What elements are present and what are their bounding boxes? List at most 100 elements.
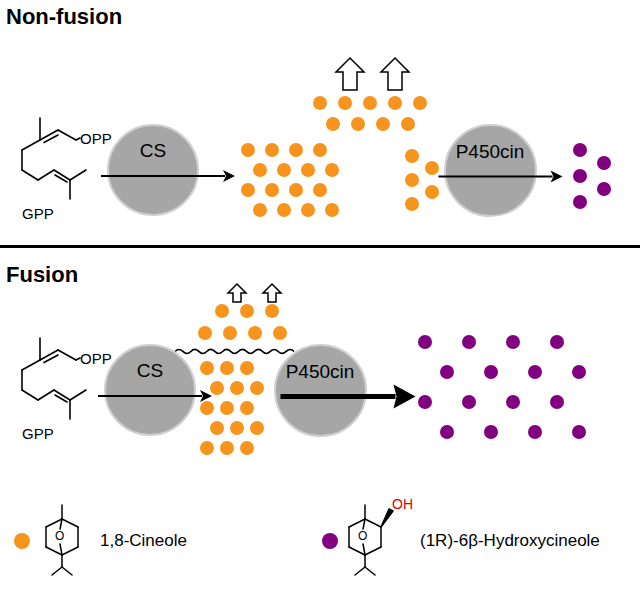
molecule-dot	[506, 395, 520, 409]
molecule-dot	[223, 326, 237, 340]
arrow-head	[393, 384, 415, 408]
molecule-dot	[248, 326, 262, 340]
circle-fill	[105, 345, 195, 435]
molecule-dot	[326, 117, 340, 131]
molecule-dot	[573, 169, 587, 183]
enzyme-name: P450cin	[456, 141, 525, 163]
molecule-dot	[597, 156, 611, 170]
molecule-dot	[289, 183, 303, 197]
molecule-dot	[240, 401, 254, 415]
molecule-dot	[528, 365, 542, 379]
legend-swatch	[322, 533, 338, 549]
hydroxycineole-structure	[349, 505, 381, 575]
gpp-structure	[22, 118, 86, 199]
fusion-linker	[175, 349, 294, 353]
molecule-dots	[198, 96, 611, 455]
circle-shape	[104, 344, 196, 436]
cineole-structure	[46, 505, 78, 575]
molecule-dot	[401, 117, 415, 131]
section-heading: Fusion	[6, 262, 78, 287]
structure-label: GPP	[22, 205, 54, 222]
molecule-dot	[200, 401, 214, 415]
molecule-dot	[484, 365, 498, 379]
enzyme-name: CS	[140, 140, 166, 162]
molecule-dot	[376, 117, 390, 131]
molecule-dot	[250, 421, 264, 435]
structure-label: OPP	[80, 130, 112, 147]
molecule-dot	[253, 163, 267, 177]
molecule-dot	[550, 335, 564, 349]
molecule-dot	[200, 441, 214, 455]
molecule-dot	[240, 361, 254, 375]
molecule-dot	[418, 395, 432, 409]
molecule-dot	[313, 143, 327, 157]
molecule-dot	[597, 182, 611, 196]
molecule-dot	[253, 203, 267, 217]
molecule-dot	[440, 425, 454, 439]
molecule-dot	[405, 149, 419, 163]
escape-arrows	[228, 58, 409, 302]
molecule-dot	[301, 203, 315, 217]
molecule-dot	[220, 441, 234, 455]
molecule-dot	[220, 401, 234, 415]
molecule-dot	[413, 96, 427, 110]
molecule-dot	[273, 326, 287, 340]
molecule-dot	[440, 365, 454, 379]
molecule-dot	[277, 163, 291, 177]
molecule-dot	[230, 421, 244, 435]
divider-line	[0, 245, 640, 248]
molecule-dot	[572, 365, 586, 379]
enzyme-circle: CS	[104, 344, 196, 436]
molecule-dot	[200, 361, 214, 375]
molecule-dot	[230, 381, 244, 395]
molecule-dot	[250, 381, 264, 395]
molecule-dot	[220, 361, 234, 375]
section-heading: Non-fusion	[6, 4, 122, 29]
molecule-dot	[506, 335, 520, 349]
molecule-dot	[351, 117, 365, 131]
structure-label: GPP	[22, 425, 54, 442]
gpp-structure	[22, 338, 86, 419]
molecule-dot	[215, 304, 229, 318]
structure-label: O	[55, 530, 64, 544]
molecule-dot	[418, 335, 432, 349]
molecule-dot	[405, 197, 419, 211]
circle-fill	[275, 345, 366, 436]
reaction-arrow	[280, 394, 395, 399]
reaction-arrow	[101, 175, 225, 177]
circle-shape	[444, 124, 537, 217]
molecule-dot	[241, 183, 255, 197]
molecule-dot	[240, 304, 254, 318]
molecule-dot	[198, 326, 212, 340]
molecule-dot	[289, 143, 303, 157]
arrow-head	[223, 170, 235, 182]
molecule-dot	[572, 425, 586, 439]
arrow-head	[200, 390, 212, 402]
molecule-dot	[573, 143, 587, 157]
wedge-bond	[381, 509, 393, 527]
molecule-dot	[277, 203, 291, 217]
molecule-dot	[462, 335, 476, 349]
molecule-dot	[265, 183, 279, 197]
structure-label: O	[358, 530, 367, 544]
molecule-dot	[573, 195, 587, 209]
hydroxyl-label: OH	[392, 496, 413, 512]
structure-label: OPP	[80, 350, 112, 367]
reaction-arrow	[438, 175, 552, 177]
molecule-dot	[325, 163, 339, 177]
enzyme-name: P450cin	[286, 361, 355, 383]
enzyme-circle: P450cin	[274, 344, 367, 437]
molecule-dot	[462, 395, 476, 409]
molecule-dot	[425, 185, 439, 199]
molecule-dot	[405, 173, 419, 187]
legend-text: (1R)-6β-Hydroxycineole	[420, 531, 600, 551]
molecule-dot	[313, 183, 327, 197]
molecule-dot	[241, 143, 255, 157]
molecule-dot	[484, 425, 498, 439]
molecule-dot	[313, 96, 327, 110]
molecule-dot	[210, 421, 224, 435]
molecule-dot	[301, 163, 315, 177]
